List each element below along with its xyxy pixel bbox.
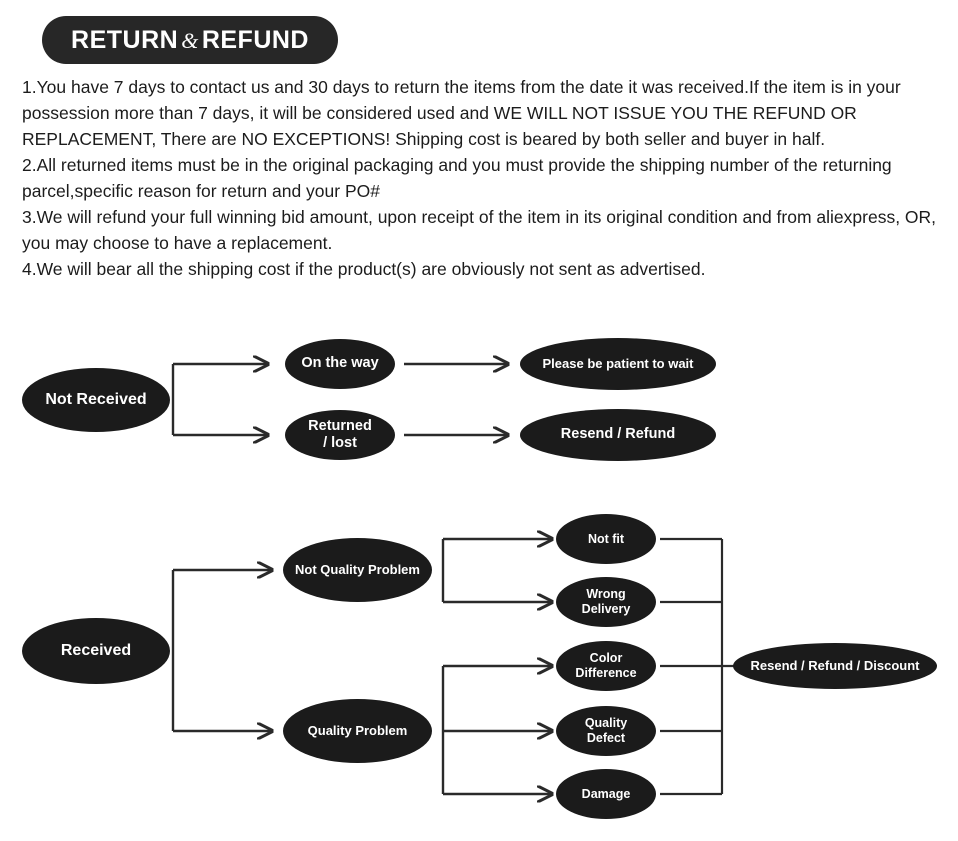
policy-item-1: 1.You have 7 days to contact us and 30 d… — [22, 77, 901, 149]
node-resend-refund-discount[interactable]: Resend / Refund / Discount — [733, 643, 937, 689]
page-title-word-return: RETURN — [71, 25, 179, 54]
policy-item-3: 3.We will refund your full winning bid a… — [22, 207, 937, 253]
node-on-the-way[interactable]: On the way — [285, 339, 395, 389]
node-received-label: Received — [60, 641, 132, 659]
flowchart-received: Received Not Quality Problem Quality Pro… — [0, 495, 958, 841]
page-title-badge: RETURN&REFUND — [42, 16, 338, 64]
node-please-be-patient-label: Please be patient to wait — [542, 356, 694, 372]
node-resend-refund-discount-label: Resend / Refund / Discount — [750, 658, 920, 674]
policy-item-4: 4.We will bear all the shipping cost if … — [22, 259, 706, 279]
node-resend-refund[interactable]: Resend / Refund — [520, 409, 716, 461]
node-quality-defect[interactable]: Quality Defect — [556, 706, 656, 756]
node-not-quality-problem-label: Not Quality Problem — [295, 562, 420, 578]
node-damage[interactable]: Damage — [556, 769, 656, 819]
node-quality-defect-label: Quality Defect — [584, 716, 628, 745]
page-title-ampersand: & — [181, 27, 199, 53]
node-color-difference-label: Color Difference — [575, 651, 637, 680]
page-title-word-refund: REFUND — [201, 25, 309, 54]
node-returned-lost[interactable]: Returned / lost — [285, 410, 395, 460]
node-quality-problem[interactable]: Quality Problem — [283, 699, 432, 763]
node-damage-label: Damage — [581, 786, 631, 801]
node-not-quality-problem[interactable]: Not Quality Problem — [283, 538, 432, 602]
page-title: RETURN&REFUND — [71, 26, 309, 55]
node-not-fit-label: Not fit — [587, 531, 625, 546]
node-please-be-patient[interactable]: Please be patient to wait — [520, 338, 716, 390]
node-quality-problem-label: Quality Problem — [307, 723, 408, 739]
node-not-received[interactable]: Not Received — [22, 368, 170, 432]
node-on-the-way-label: On the way — [301, 355, 379, 372]
node-not-fit[interactable]: Not fit — [556, 514, 656, 564]
node-received[interactable]: Received — [22, 618, 170, 684]
node-color-difference[interactable]: Color Difference — [556, 641, 656, 691]
policy-item-2: 2.All returned items must be in the orig… — [22, 155, 892, 201]
node-wrong-delivery-label: Wrong Delivery — [581, 587, 631, 616]
flowchart-not-received-connectors — [171, 330, 958, 480]
node-resend-refund-label: Resend / Refund — [560, 426, 676, 443]
flowchart-received-connectors — [171, 495, 740, 841]
node-returned-lost-label: Returned / lost — [308, 417, 372, 451]
node-not-received-label: Not Received — [45, 390, 147, 408]
policy-list: 1.You have 7 days to contact us and 30 d… — [22, 74, 947, 282]
flowchart-not-received: Not Received On the way Returned / lost … — [0, 330, 958, 480]
node-wrong-delivery[interactable]: Wrong Delivery — [556, 577, 656, 627]
